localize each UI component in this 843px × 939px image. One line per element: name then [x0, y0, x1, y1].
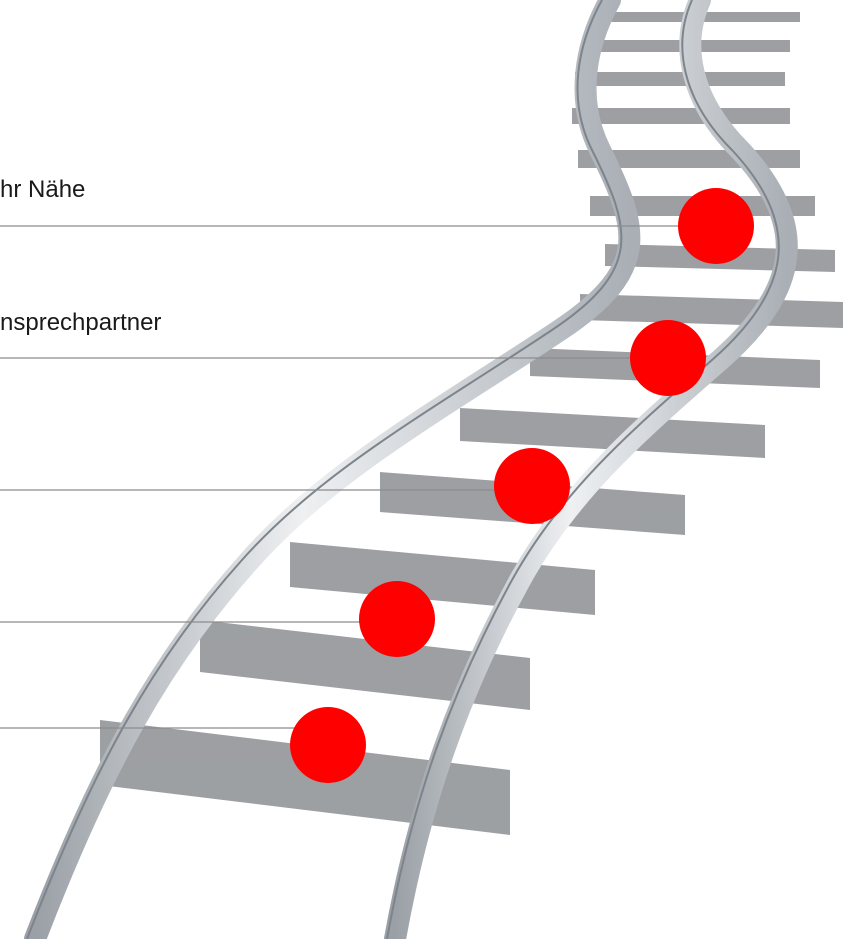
sleeper [460, 408, 765, 458]
sleeper [575, 72, 785, 86]
sleeper [100, 720, 510, 835]
step-label-2: nsprechpartner [0, 309, 162, 336]
sleeper [580, 294, 843, 328]
step-label-1: hr Nähe [0, 176, 86, 203]
left-rail [24, 0, 641, 939]
sleeper [200, 620, 530, 710]
sleeper [572, 108, 790, 124]
marker-dot [494, 448, 570, 524]
marker-dot [630, 320, 706, 396]
marker-dot [290, 707, 366, 783]
markers [290, 188, 754, 783]
marker-dot [359, 581, 435, 657]
marker-dot [678, 188, 754, 264]
connector-lines [0, 225, 686, 729]
